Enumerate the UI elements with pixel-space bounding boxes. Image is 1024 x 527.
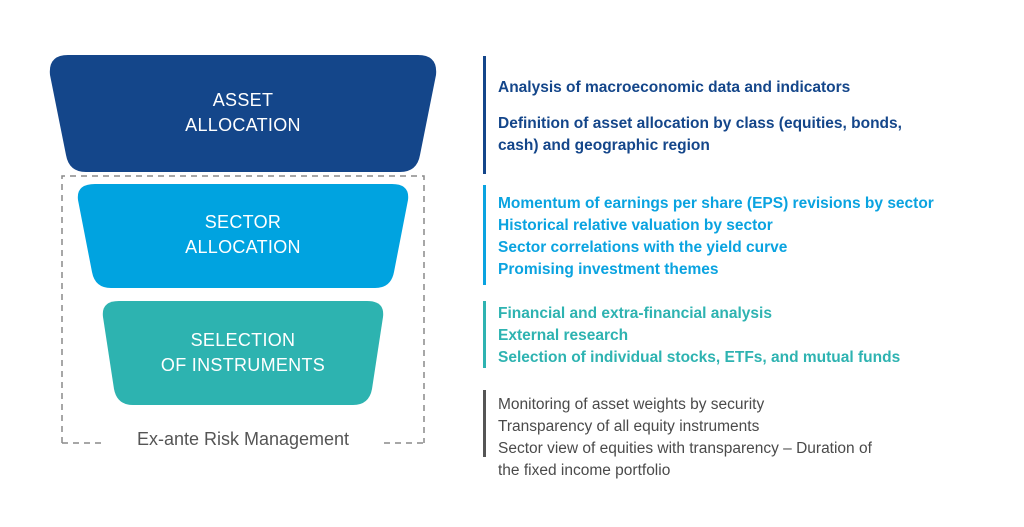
detail-item: Promising investment themes <box>498 261 719 278</box>
detail-item: Definition of asset allocation by class … <box>498 115 902 132</box>
detail-item: Monitoring of asset weights by security <box>498 396 765 413</box>
stage-sector-allocation-label: SECTOR ALLOCATION <box>143 210 343 260</box>
funnel-diagram <box>49 55 437 444</box>
stage-label-line: SELECTION <box>190 330 296 350</box>
stage-label-line: ASSET <box>212 90 274 110</box>
asset-allocation-shape <box>49 55 437 172</box>
risk-accent-bar <box>483 390 486 457</box>
detail-item: Sector correlations with the yield curve <box>498 239 788 256</box>
sector-allocation-details: Momentum of earnings per share (EPS) rev… <box>483 185 934 285</box>
stage-label-line: ALLOCATION <box>185 115 301 135</box>
risk-management-frame <box>61 175 425 443</box>
stage-label-line: ALLOCATION <box>185 237 301 257</box>
detail-item: Analysis of macroeconomic data and indic… <box>498 79 851 96</box>
risk-management-label: Ex-ante Risk Management <box>0 429 486 450</box>
selection-of-instruments-shape <box>102 301 384 405</box>
stage-label-line: SECTOR <box>204 212 282 232</box>
detail-item: cash) and geographic region <box>498 137 710 154</box>
stage-label-line: OF INSTRUMENTS <box>160 355 326 375</box>
selection-accent-bar <box>483 301 486 368</box>
detail-item: Momentum of earnings per share (EPS) rev… <box>498 195 934 212</box>
detail-item: the fixed income portfolio <box>498 462 671 479</box>
detail-item: Selection of individual stocks, ETFs, an… <box>498 349 901 366</box>
selection-details: Financial and extra-financial analysis E… <box>483 301 900 369</box>
detail-item: External research <box>498 327 629 344</box>
detail-item: Transparency of all equity instruments <box>498 418 760 435</box>
risk-management-details: Monitoring of asset weights by security … <box>483 390 872 482</box>
risk-management-text: Ex-ante Risk Management <box>122 429 364 449</box>
stage-selection-label: SELECTION OF INSTRUMENTS <box>143 328 343 378</box>
sector-allocation-shape <box>77 184 409 288</box>
asset-allocation-details: Analysis of macroeconomic data and indic… <box>483 56 902 174</box>
detail-item: Financial and extra-financial analysis <box>498 305 772 322</box>
sector-accent-bar <box>483 185 486 285</box>
stage-asset-allocation-label: ASSET ALLOCATION <box>143 88 343 138</box>
asset-accent-bar <box>483 56 486 174</box>
detail-item: Sector view of equities with transparenc… <box>498 440 872 457</box>
detail-item: Historical relative valuation by sector <box>498 217 773 234</box>
